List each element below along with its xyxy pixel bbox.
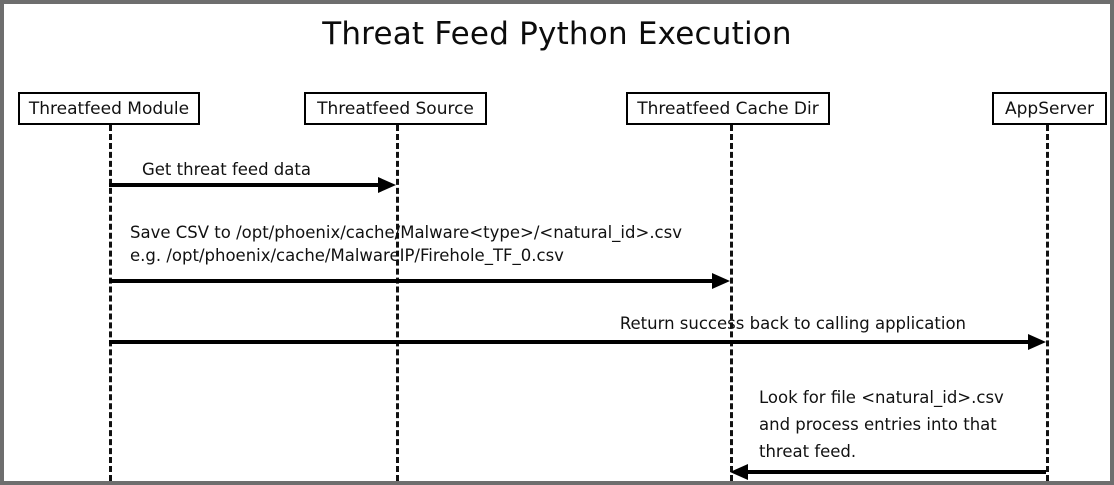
lifeline-threatfeed-cache-dir <box>730 125 733 481</box>
lifeline-threatfeed-source <box>396 125 399 481</box>
message-label-save-csv-line1: Save CSV to /opt/phoenix/cache/Malware<t… <box>130 223 682 242</box>
message-arrow-look-for-file[interactable] <box>730 462 1050 482</box>
page-title: Threat Feed Python Execution <box>322 16 792 52</box>
participant-box-threatfeed-module[interactable]: Threatfeed Module <box>18 92 200 125</box>
participant-box-threatfeed-source[interactable]: Threatfeed Source <box>304 92 487 125</box>
lifeline-appserver <box>1046 125 1049 481</box>
participant-box-appserver[interactable]: AppServer <box>992 92 1107 125</box>
participant-box-threatfeed-cache-dir[interactable]: Threatfeed Cache Dir <box>626 92 830 125</box>
message-label-look-for-file-line3: threat feed. <box>759 442 857 461</box>
message-label-get-threat-feed-data: Get threat feed data <box>142 160 311 179</box>
message-label-save-csv-line2: e.g. /opt/phoenix/cache/MalwareIP/Fireho… <box>130 246 564 265</box>
message-arrow-save-csv[interactable] <box>109 271 734 291</box>
lifeline-threatfeed-module <box>109 125 112 481</box>
message-arrow-get-threat-feed-data[interactable] <box>109 175 399 195</box>
message-label-look-for-file-line2: and process entries into that <box>759 415 997 434</box>
message-label-return-success: Return success back to calling applicati… <box>619 314 966 333</box>
message-label-look-for-file-line1: Look for file <natural_id>.csv <box>759 388 1004 407</box>
message-arrow-return-success[interactable] <box>109 332 1050 352</box>
